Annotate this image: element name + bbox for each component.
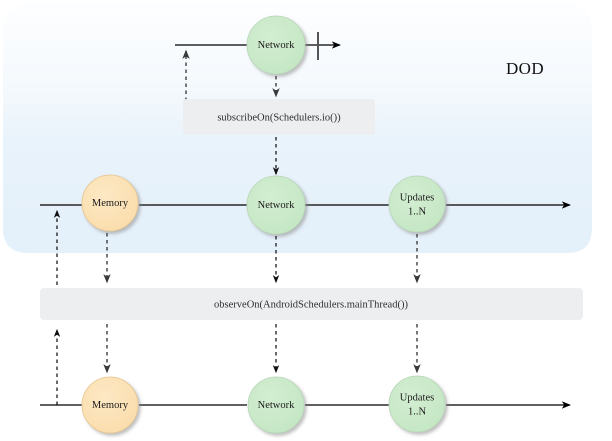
- network-node-top-circle[interactable]: [246, 15, 306, 75]
- network-node-middle-circle[interactable]: [246, 175, 306, 235]
- network-node-bottom[interactable]: Network: [247, 376, 305, 434]
- observe-on-box-background[interactable]: [40, 288, 583, 320]
- memory-node-middle-label: Memory: [92, 198, 129, 209]
- updates-node-bottom-circle[interactable]: [388, 375, 446, 433]
- updates-node-middle-circle[interactable]: [388, 175, 446, 233]
- updates-node-middle[interactable]: Updates 1..N: [388, 175, 446, 233]
- network-node-bottom-label: Network: [258, 400, 295, 411]
- dod-panel-wave: [3, 205, 592, 253]
- main-thread-row: Memory Network Updates 1..N: [40, 324, 571, 434]
- memory-node-middle-circle[interactable]: [81, 174, 139, 232]
- updates-node-middle-label: Updates: [400, 192, 434, 203]
- updates-node-bottom[interactable]: Updates 1..N: [388, 375, 446, 433]
- network-node-top[interactable]: Network: [246, 15, 306, 75]
- network-node-middle[interactable]: Network: [246, 175, 306, 235]
- memory-node-middle[interactable]: Memory: [81, 174, 139, 232]
- observe-on-box-label: observeOn(AndroidSchedulers.mainThread()…: [214, 299, 408, 310]
- memory-node-bottom[interactable]: Memory: [81, 376, 139, 434]
- memory-node-bottom-label: Memory: [92, 400, 129, 411]
- background-row: Memory Network Updates 1..N: [40, 174, 571, 285]
- subscribe-on-box-background[interactable]: [183, 99, 375, 135]
- observe-on-box[interactable]: observeOn(AndroidSchedulers.mainThread()…: [40, 288, 583, 320]
- network-node-bottom-circle[interactable]: [247, 376, 305, 434]
- updates-node-bottom-label-range: 1..N: [408, 406, 427, 417]
- memory-node-bottom-circle[interactable]: [81, 376, 139, 434]
- network-node-middle-label: Network: [258, 200, 295, 211]
- subscribe-on-box-label: subscribeOn(Schedulers.io()): [217, 112, 341, 123]
- network-node-top-label: Network: [258, 40, 295, 51]
- updates-node-middle-label-range: 1..N: [408, 206, 427, 217]
- updates-node-bottom-label: Updates: [400, 392, 434, 403]
- dod-panel-title: DOD: [506, 59, 544, 78]
- subscribe-on-box[interactable]: subscribeOn(Schedulers.io()): [183, 99, 375, 135]
- io-thread-row: Network: [175, 15, 341, 122]
